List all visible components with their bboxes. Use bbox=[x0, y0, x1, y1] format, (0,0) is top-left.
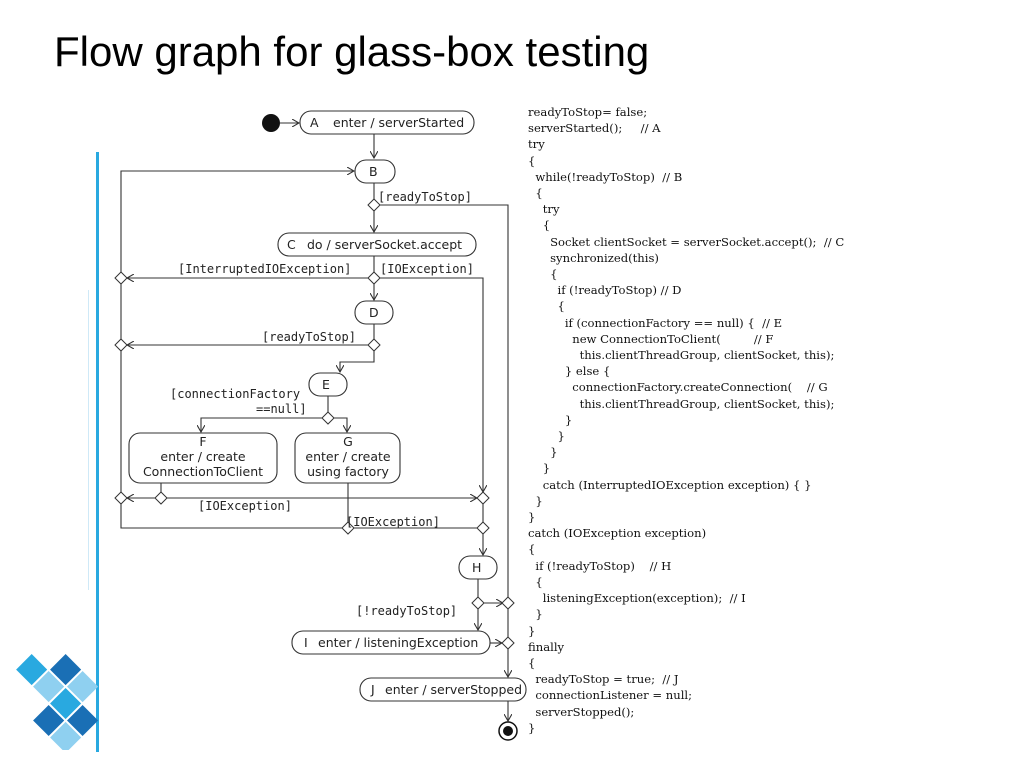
code-line: catch (IOException exception) bbox=[528, 526, 707, 541]
node-a bbox=[299, 110, 475, 135]
flow-graph: A enter / serverStarted B [readyToStop] … bbox=[114, 110, 527, 741]
merge-left-2 bbox=[114, 338, 128, 352]
node-f-id: F bbox=[199, 434, 206, 449]
code-line: { bbox=[528, 267, 558, 282]
code-line: serverStopped(); bbox=[528, 704, 635, 719]
code-line: if (!readyToStop) // H bbox=[528, 558, 672, 573]
code-line: { bbox=[528, 299, 565, 314]
code-line: synchronized(this) bbox=[528, 250, 659, 265]
node-i-id: I bbox=[304, 635, 308, 650]
node-c bbox=[277, 232, 477, 257]
decision-e bbox=[321, 411, 335, 425]
code-line: { bbox=[528, 574, 543, 589]
node-c-id: C bbox=[287, 237, 296, 252]
end-node-core bbox=[503, 726, 513, 736]
source-code-listing: readyToStop= false; serverStarted(); // A… bbox=[528, 104, 844, 736]
code-line: } else { bbox=[528, 364, 611, 379]
accent-bar bbox=[96, 152, 99, 752]
merge-right-2 bbox=[476, 521, 490, 535]
code-line: this.clientThreadGroup, clientSocket, th… bbox=[528, 348, 835, 363]
code-line: } bbox=[528, 461, 551, 476]
merge-right-4 bbox=[501, 636, 515, 650]
merge-left-3 bbox=[114, 491, 128, 505]
node-b-label: B bbox=[369, 164, 378, 179]
code-line: listeningException(exception); // I bbox=[528, 591, 746, 606]
node-j-action: enter / serverStopped bbox=[385, 682, 522, 697]
code-line: try bbox=[528, 202, 560, 217]
code-line: try bbox=[528, 137, 545, 152]
guard-not-ready-to-stop: [!readyToStop] bbox=[356, 604, 457, 618]
guard-connection-factory-2: ==null] bbox=[256, 402, 307, 416]
guard-io-exception-1: [IOException] bbox=[380, 262, 474, 276]
node-a-action: enter / serverStarted bbox=[333, 115, 464, 130]
code-line: if (!readyToStop) // D bbox=[528, 283, 682, 298]
slide-title: Flow graph for glass-box testing bbox=[54, 28, 650, 75]
node-d-label: D bbox=[369, 305, 379, 320]
code-line: Socket clientSocket = serverSocket.accep… bbox=[528, 234, 845, 249]
code-line: } bbox=[528, 510, 536, 525]
decision-f bbox=[154, 491, 168, 505]
code-line: if (connectionFactory == null) { // E bbox=[528, 315, 783, 330]
node-f-action-1: enter / create bbox=[160, 449, 245, 464]
decision-g bbox=[341, 521, 355, 535]
decorative-tile-pattern bbox=[16, 654, 99, 750]
code-line: readyToStop = true; // J bbox=[528, 672, 679, 687]
code-line: } bbox=[528, 412, 573, 427]
guard-io-exception-2: [IOException] bbox=[198, 499, 292, 513]
guard-interrupted-io: [InterruptedIOException] bbox=[178, 262, 351, 276]
code-line: catch (InterruptedIOException exception)… bbox=[528, 477, 812, 492]
code-line: } bbox=[528, 493, 543, 508]
code-line: connectionFactory.createConnection( // G bbox=[528, 380, 828, 395]
node-j bbox=[359, 677, 527, 702]
code-line: connectionListener = null; bbox=[528, 688, 693, 703]
node-f-action-2: ConnectionToClient bbox=[143, 464, 263, 479]
node-e-label: E bbox=[322, 377, 330, 392]
code-line: readyToStop= false; bbox=[528, 105, 648, 119]
code-line: { bbox=[528, 186, 543, 201]
decision-d bbox=[367, 338, 381, 352]
node-j-id: J bbox=[370, 682, 375, 697]
guard-ready-to-stop-2: [readyToStop] bbox=[262, 330, 356, 344]
node-g-id: G bbox=[343, 434, 353, 449]
node-c-action: do / serverSocket.accept bbox=[307, 237, 462, 252]
node-i-action: enter / listeningException bbox=[318, 635, 478, 650]
code-line: this.clientThreadGroup, clientSocket, th… bbox=[528, 396, 835, 411]
guard-ready-to-stop-1: [readyToStop] bbox=[378, 190, 472, 204]
code-line: } bbox=[528, 445, 558, 460]
merge-right-1 bbox=[476, 491, 490, 505]
code-line: serverStarted(); // A bbox=[528, 121, 661, 136]
code-line: } bbox=[528, 607, 543, 622]
merge-right-3 bbox=[501, 596, 515, 610]
code-line: { bbox=[528, 218, 551, 233]
guard-connection-factory-1: [connectionFactory bbox=[170, 387, 300, 401]
decision-h bbox=[471, 596, 485, 610]
code-line: while(!readyToStop) // B bbox=[528, 169, 683, 184]
merge-left-1 bbox=[114, 271, 128, 285]
node-h-label: H bbox=[472, 560, 481, 575]
code-line: { bbox=[528, 542, 536, 557]
code-line: finally bbox=[528, 639, 565, 654]
node-b bbox=[354, 159, 396, 184]
code-line: } bbox=[528, 623, 536, 638]
node-a-id: A bbox=[310, 115, 319, 130]
decision-c bbox=[367, 271, 381, 285]
code-line: new ConnectionToClient( // F bbox=[528, 331, 774, 346]
start-node bbox=[262, 114, 280, 132]
node-g-action-1: enter / create bbox=[305, 449, 390, 464]
code-line: { bbox=[528, 655, 536, 670]
code-line: } bbox=[528, 720, 536, 735]
code-line: { bbox=[528, 153, 536, 168]
node-g-action-2: using factory bbox=[307, 464, 389, 479]
code-line: } bbox=[528, 429, 565, 444]
accent-bar-thin bbox=[88, 290, 89, 590]
guard-io-exception-3: [IOException] bbox=[346, 515, 440, 529]
node-f bbox=[128, 432, 278, 484]
